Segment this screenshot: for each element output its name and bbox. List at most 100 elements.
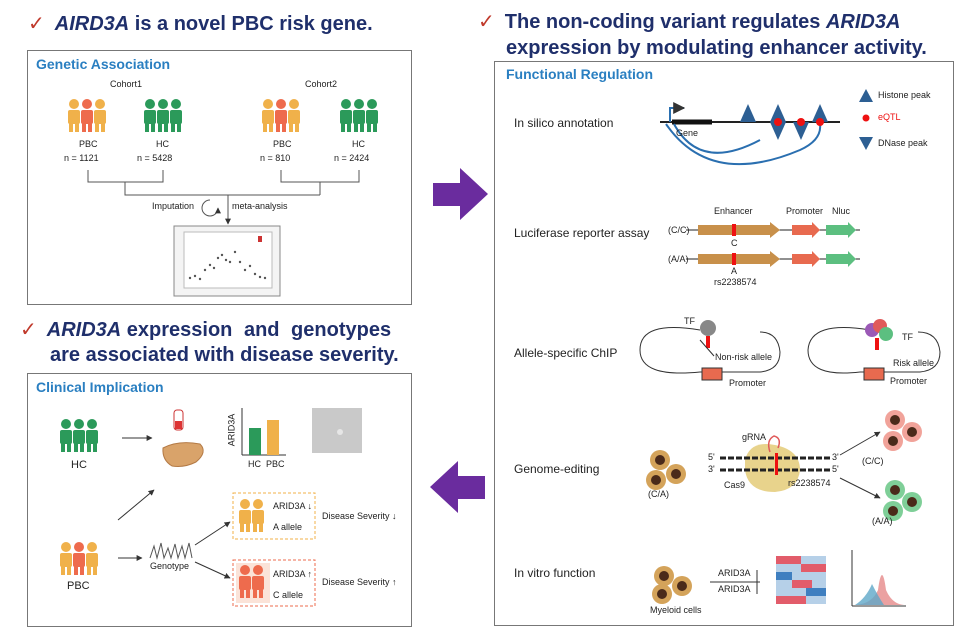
myeloid-cell-cluster (652, 566, 692, 604)
genome-editing-graphic (646, 410, 922, 521)
ca-genotype-label: (C/A) (648, 489, 669, 499)
bar-hc (249, 428, 261, 455)
cas9-icon (745, 444, 800, 492)
aa-genotype-label: (A/A) (668, 254, 689, 264)
cc-edited-label: (C/C) (862, 456, 884, 466)
bar-chart-pbc-label: PBC (266, 459, 285, 469)
headline-2-text-b: expression by modulating enhancer activi… (506, 37, 927, 59)
purple-arrow-left (430, 461, 485, 513)
headline-3-text-b: are associated with disease severity. (50, 344, 399, 366)
in-silico-annotation-graphic (660, 89, 873, 166)
severity-up: Disease Severity ↑ (322, 577, 397, 587)
rs-id-label-2: rs2238574 (788, 478, 831, 488)
tf-label-1: TF (684, 316, 695, 326)
dnase-peak-legend-icon (859, 137, 873, 150)
a-allele-people-icon (239, 499, 264, 532)
arrow-down-icon: ↓ (392, 511, 397, 521)
headline-1-text: is a novel PBC risk gene. (134, 13, 373, 35)
c-allele-marker: C (731, 238, 738, 248)
cohort2-hc-count: n = 2424 (334, 153, 370, 163)
functional-regulation-title: Functional Regulation (506, 66, 653, 82)
check-icon: ✓ (28, 13, 45, 35)
headline-3-text-a: expression and genotypes (126, 319, 392, 341)
clinical-hc-people-icon (60, 419, 98, 452)
c-allele-arid3a: ARID3A ↑ (273, 569, 312, 579)
cohort1-label: Cohort1 (110, 79, 143, 89)
promoter-label: Promoter (786, 206, 824, 216)
a-allele-arid3a-text: ARID3A (273, 501, 306, 511)
grna-label: gRNA (742, 432, 767, 442)
bar-chart-ylabel: ARID3A (226, 413, 237, 447)
arid3a-bar-chart (241, 408, 286, 456)
cas9-label: Cas9 (724, 480, 746, 490)
check-icon: ✓ (478, 11, 495, 33)
imputation-label: Imputation (152, 201, 195, 211)
clinical-pbc-label: PBC (67, 580, 90, 592)
cohort2-pbc-people-icon (262, 99, 300, 132)
row-allele-specific-chip: Allele-specific ChIP (514, 346, 618, 360)
headline-3-line2: are associated with disease severity. (50, 343, 399, 367)
legend-dnase-peak: DNase peak (878, 138, 928, 148)
rs-id-label: rs2238574 (714, 277, 757, 287)
cohort1-pbc-label: PBC (79, 139, 98, 149)
check-icon: ✓ (20, 319, 37, 341)
cohort1-hc-count: n = 5428 (137, 153, 173, 163)
luciferase-reporter-graphic (686, 222, 860, 267)
strand-5prime-top: 5' (708, 452, 715, 462)
clinical-hc-label: HC (71, 459, 87, 471)
row-in-vitro-function: In vitro function (514, 566, 596, 580)
headline-2-text-a: The non-coding variant regulates (504, 11, 821, 33)
heatmap-thumbnail (776, 556, 826, 604)
cohort2-pbc-label: PBC (273, 139, 292, 149)
headline-2: ✓The non-coding variant regulates ARID3A (478, 10, 900, 34)
enhancer-label: Enhancer (714, 206, 753, 216)
legend-eqtl: eQTL (878, 112, 901, 122)
histone-peak-legend-icon (859, 89, 873, 102)
in-vitro-function-graphic (652, 550, 906, 607)
chromatogram-icon (149, 542, 193, 560)
myeloid-cells-label: Myeloid cells (650, 605, 702, 615)
aa-edited-label: (A/A) (872, 516, 893, 526)
cohort1-hc-people-icon (144, 99, 182, 132)
flow-histogram-thumbnail (851, 550, 906, 607)
headline-2-line2: expression by modulating enhancer activi… (506, 36, 927, 60)
purple-arrow-right (433, 168, 488, 220)
promoter-label-3: Promoter (890, 376, 928, 386)
row-genome-editing: Genome-editing (514, 462, 600, 476)
headline-1: ✓AIRD3A is a novel PBC risk gene. (28, 12, 373, 36)
cohort2-hc-label: HC (352, 139, 365, 149)
strand-3prime-top: 3' (832, 452, 839, 462)
row-luciferase-reporter-assay: Luciferase reporter assay (514, 226, 650, 240)
eqtl-legend-icon (862, 114, 870, 122)
strand-5prime-bottom: 5' (832, 464, 839, 474)
genotype-label: Genotype (150, 561, 190, 571)
clinical-pbc-people-icon (60, 542, 98, 575)
cohort1-pbc-people-icon (68, 99, 106, 132)
headline-3: ✓ ARID3A expression and genotypes (20, 318, 391, 342)
c-allele-arid3a-text: ARID3A (273, 569, 306, 579)
manhattan-plot-thumbnail (173, 225, 281, 297)
severity-down: Disease Severity ↓ (322, 511, 397, 521)
a-allele-box (232, 492, 316, 540)
c-allele-box (232, 559, 316, 607)
arrow-down-icon: ↓ (307, 501, 313, 511)
meta-analysis-label: meta-analysis (232, 201, 288, 211)
c-allele-label: C allele (273, 590, 304, 600)
cohort2-pbc-count: n = 810 (260, 153, 291, 163)
bar-chart-hc-label: HC (248, 459, 261, 469)
cohort2-label: Cohort2 (305, 79, 338, 89)
promoter-label-2: Promoter (729, 378, 767, 388)
cc-cell-cluster (883, 410, 922, 451)
legend-histone-peak: Histone peak (878, 90, 931, 100)
arrow-up-icon: ↑ (392, 577, 397, 587)
headline-3-gene: ARID3A (46, 319, 122, 341)
histology-image (312, 408, 362, 453)
ca-cell-cluster (646, 450, 686, 490)
nluc-label: Nluc (832, 206, 851, 216)
blood-tube-icon (173, 409, 184, 431)
severity-down-text: Disease Severity (322, 511, 390, 521)
arrow-up-icon: ↑ (307, 569, 313, 579)
aa-cell-cluster (883, 480, 922, 521)
a-allele-marker: A (731, 266, 738, 276)
